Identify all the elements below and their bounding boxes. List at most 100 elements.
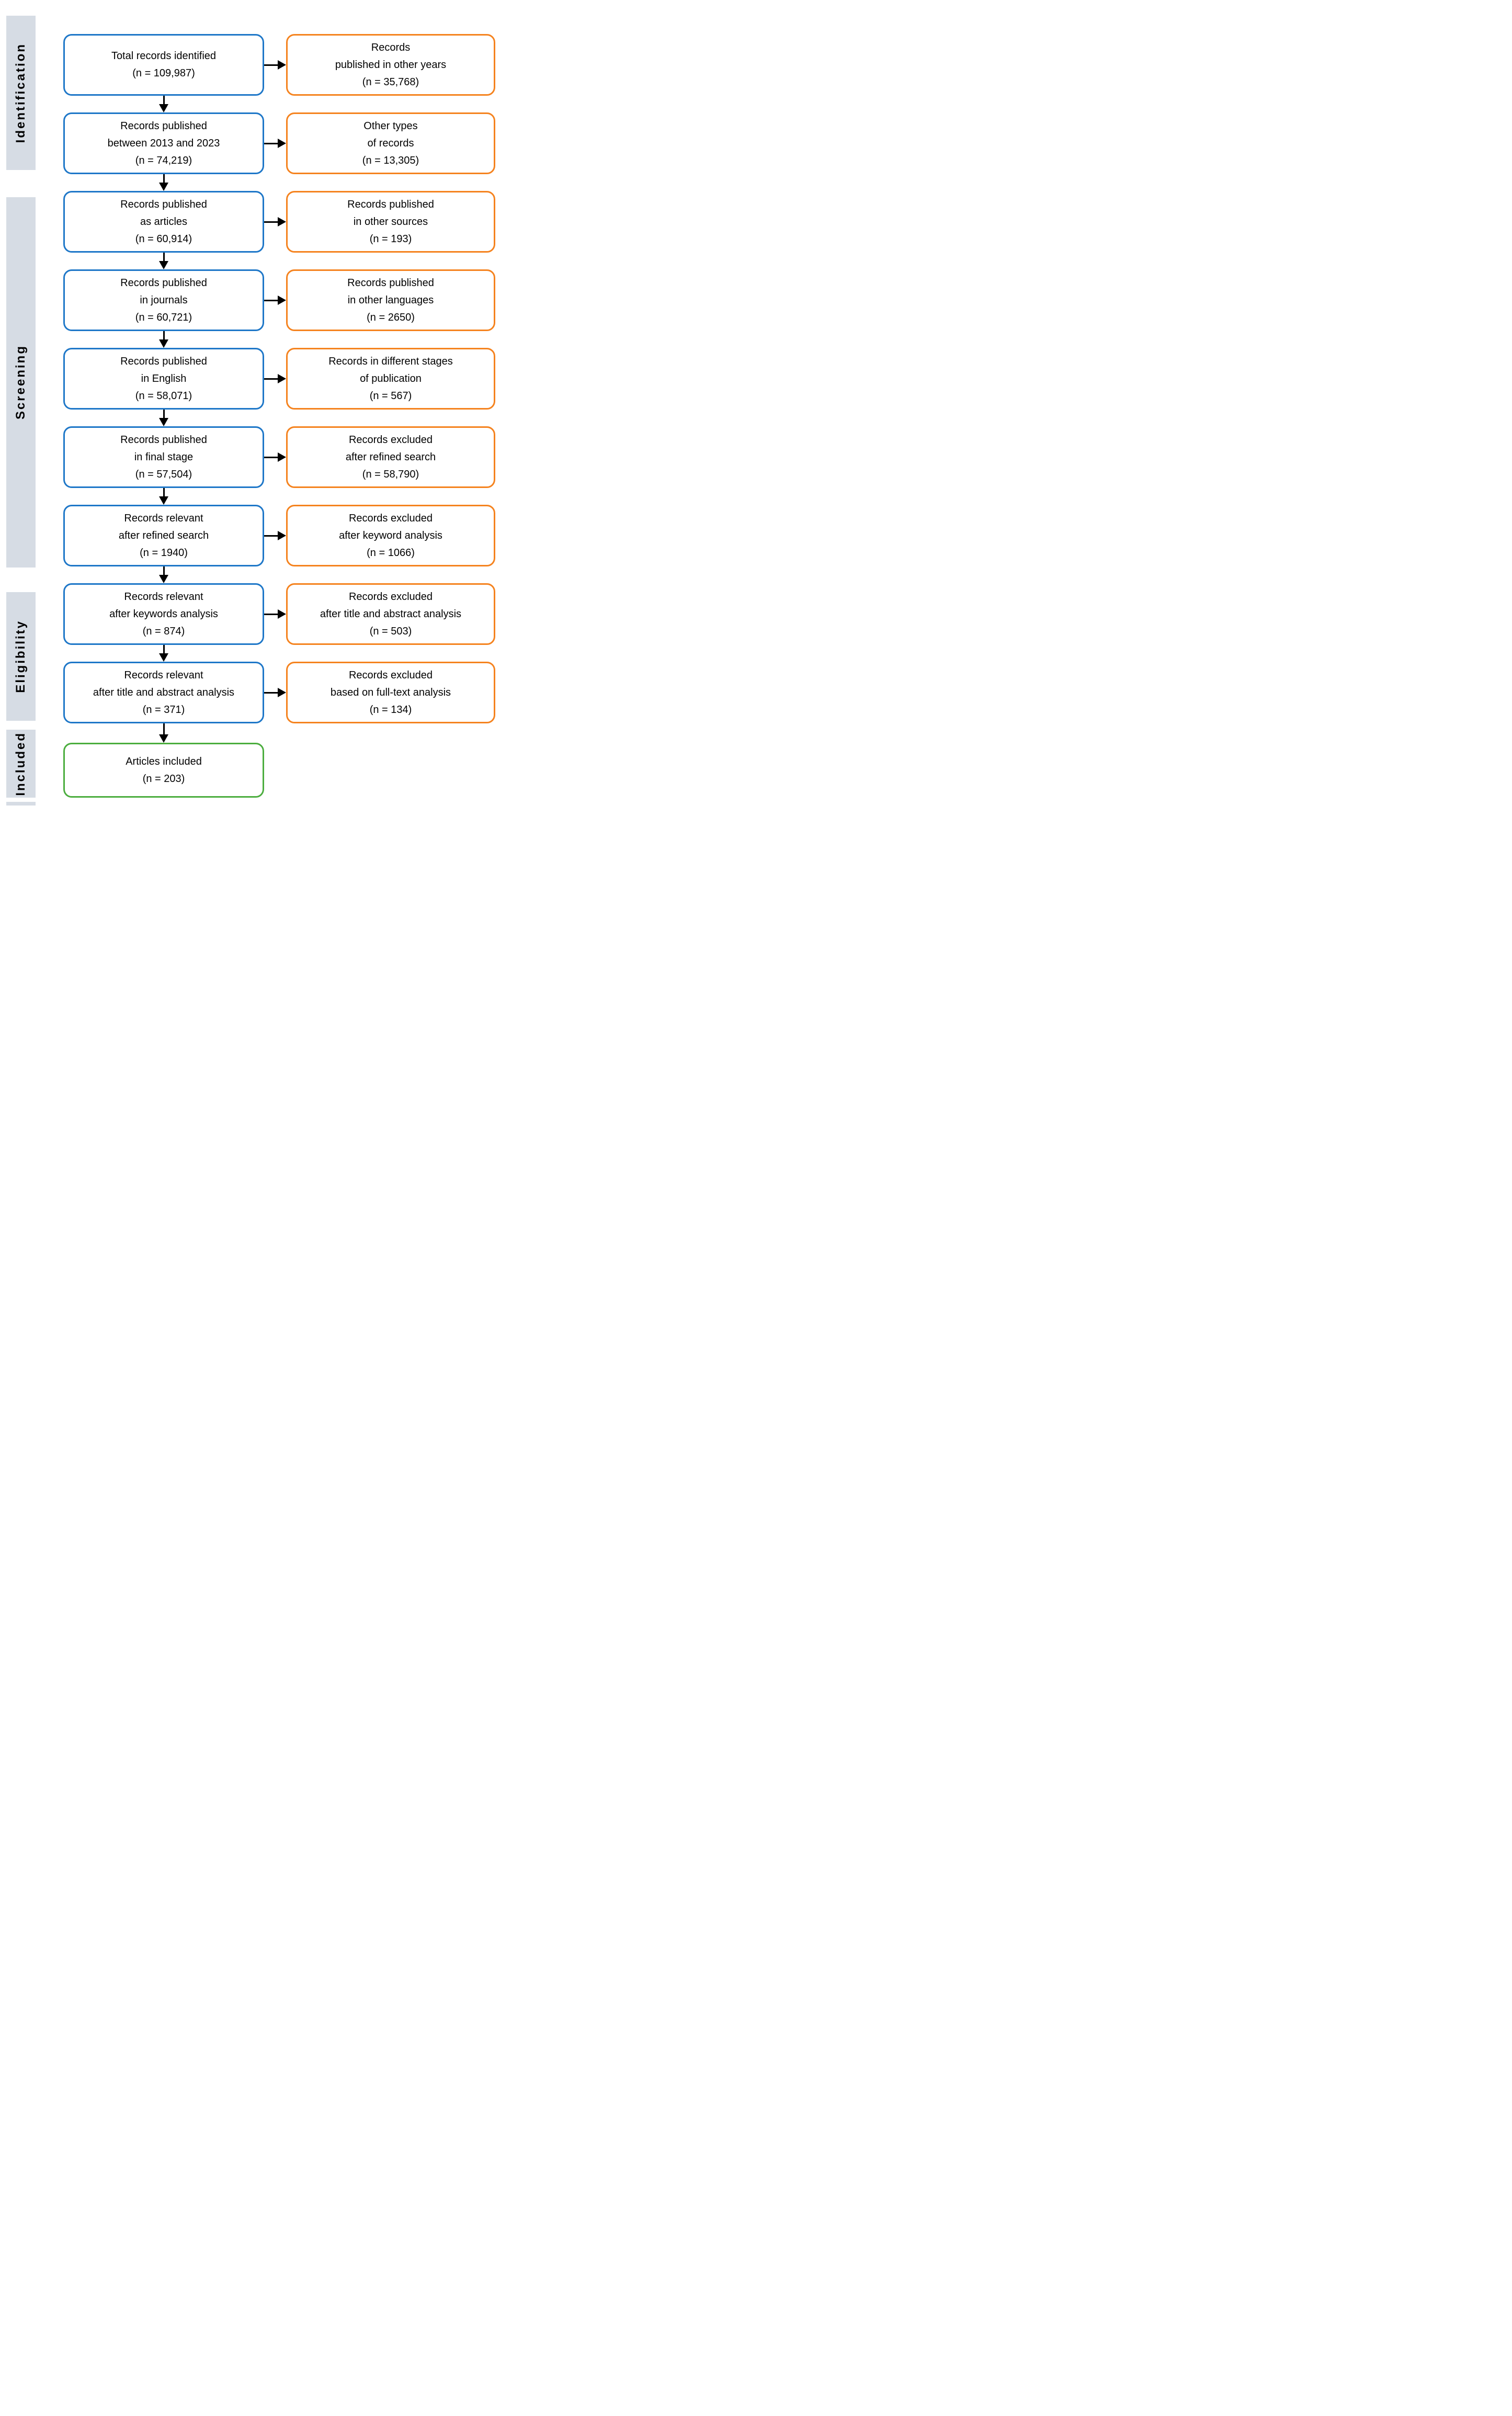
box-text-line: in final stage	[134, 451, 194, 463]
box-text-line: Records published	[120, 198, 207, 210]
box-text-line: (n = 503)	[369, 625, 412, 637]
down-arrow-icon	[159, 653, 168, 662]
down-arrow-icon	[159, 734, 168, 743]
down-arrow-icon	[159, 496, 168, 505]
right-arrow-icon	[278, 217, 286, 226]
box-text-line: in other languages	[347, 294, 434, 306]
box-text-line: (n = 60,914)	[135, 233, 192, 245]
box-text-line: Records published	[120, 355, 207, 367]
box-text-line: (n = 371)	[142, 704, 185, 716]
box-text-line: after keywords analysis	[109, 608, 218, 620]
box-text-line: (n = 2650)	[367, 311, 415, 323]
box-text-line: Records published	[347, 198, 434, 210]
right-arrow-shaft	[264, 299, 278, 301]
box-text-line: in English	[141, 372, 187, 384]
box-text-line: after title and abstract analysis	[320, 608, 462, 620]
right-arrow-shaft	[264, 456, 278, 458]
down-arrow-shaft	[163, 174, 165, 183]
box-text-line: (n = 74,219)	[135, 154, 192, 166]
right-arrow-icon	[278, 60, 286, 70]
stage-bar-screening: Screening	[6, 197, 36, 568]
flow-box-excluded-9: Records excluded based on full-text analy…	[286, 662, 495, 723]
box-text-line: (n = 58,071)	[135, 390, 192, 402]
box-text-line: of publication	[360, 372, 422, 384]
box-text-line: (n = 60,721)	[135, 311, 192, 323]
box-text-line: Records	[371, 41, 411, 53]
flow-box-included: Articles included (n = 203)	[63, 743, 264, 798]
down-arrow-icon	[159, 261, 168, 269]
box-text-line: Records excluded	[348, 591, 433, 603]
flow-box-main-3: Records published as articles (n = 60,914)	[63, 191, 264, 253]
stage-label-included: Included	[14, 731, 28, 796]
box-text-line: Records excluded	[348, 512, 433, 524]
right-arrow-icon	[278, 688, 286, 697]
prisma-flow-diagram: Identification Screening Eligibility Inc…	[0, 0, 504, 806]
flow-box-main-8: Records relevant after keywords analysis (…	[63, 583, 264, 645]
down-arrow-shaft	[163, 566, 165, 575]
right-arrow-shaft	[264, 221, 278, 223]
box-text-line: (n = 57,504)	[135, 468, 192, 480]
box-text-line: Total records identified	[111, 50, 217, 62]
box-text-line: Records published	[120, 434, 207, 446]
box-text-line: based on full-text analysis	[330, 686, 451, 698]
flow-box-main-7: Records relevant after refined search (n =…	[63, 505, 264, 566]
flow-box-main-2: Records published between 2013 and 2023 (n…	[63, 112, 264, 174]
box-text-line: (n = 13,305)	[362, 154, 419, 166]
box-text-line: Records relevant	[124, 591, 203, 603]
box-text-line: after keyword analysis	[339, 529, 442, 541]
box-text-line: Records published	[120, 277, 207, 289]
box-text-line: (n = 1940)	[140, 547, 188, 559]
box-text-line: (n = 193)	[369, 233, 412, 245]
box-text-line: as articles	[140, 215, 188, 228]
box-text-line: (n = 134)	[369, 704, 412, 716]
box-text-line: Records excluded	[348, 669, 433, 681]
down-arrow-icon	[159, 183, 168, 191]
down-arrow-icon	[159, 575, 168, 583]
box-text-line: after refined search	[345, 451, 436, 463]
box-text-line: Records relevant	[124, 669, 203, 681]
right-arrow-icon	[278, 531, 286, 540]
stage-label-screening: Screening	[14, 345, 28, 420]
right-arrow-icon	[278, 452, 286, 462]
box-text-line: (n = 203)	[142, 773, 185, 785]
right-arrow-icon	[278, 139, 286, 148]
box-text-line: (n = 874)	[142, 625, 185, 637]
down-arrow-shaft	[163, 488, 165, 496]
down-arrow-icon	[159, 104, 168, 112]
stage-bar-fragment	[6, 802, 36, 806]
stage-bar-included: Included	[6, 730, 36, 798]
stage-label-identification: Identification	[14, 42, 28, 143]
box-text-line: (n = 35,768)	[362, 76, 419, 88]
down-arrow-shaft	[163, 253, 165, 261]
down-arrow-shaft	[163, 645, 165, 653]
box-text-line: Other types	[363, 120, 418, 132]
down-arrow-shaft	[163, 96, 165, 104]
right-arrow-shaft	[264, 64, 278, 66]
down-arrow-shaft	[163, 723, 165, 734]
right-arrow-shaft	[264, 691, 278, 694]
box-text-line: Articles included	[126, 755, 202, 767]
flow-box-main-6: Records published in final stage (n = 57,5…	[63, 426, 264, 488]
down-arrow-shaft	[163, 331, 165, 339]
down-arrow-shaft	[163, 410, 165, 418]
right-arrow-icon	[278, 296, 286, 305]
box-text-line: between 2013 and 2023	[107, 137, 220, 149]
box-text-line: Records relevant	[124, 512, 203, 524]
box-text-line: (n = 567)	[369, 390, 412, 402]
box-text-line: after refined search	[118, 529, 209, 541]
right-arrow-icon	[278, 374, 286, 383]
right-arrow-shaft	[264, 613, 278, 615]
right-arrow-icon	[278, 609, 286, 619]
flow-box-main-5: Records published in English (n = 58,071)	[63, 348, 264, 410]
box-text-line: (n = 58,790)	[362, 468, 419, 480]
box-text-line: in journals	[140, 294, 188, 306]
box-text-line: Records published	[120, 120, 207, 132]
right-arrow-shaft	[264, 378, 278, 380]
down-arrow-icon	[159, 418, 168, 426]
